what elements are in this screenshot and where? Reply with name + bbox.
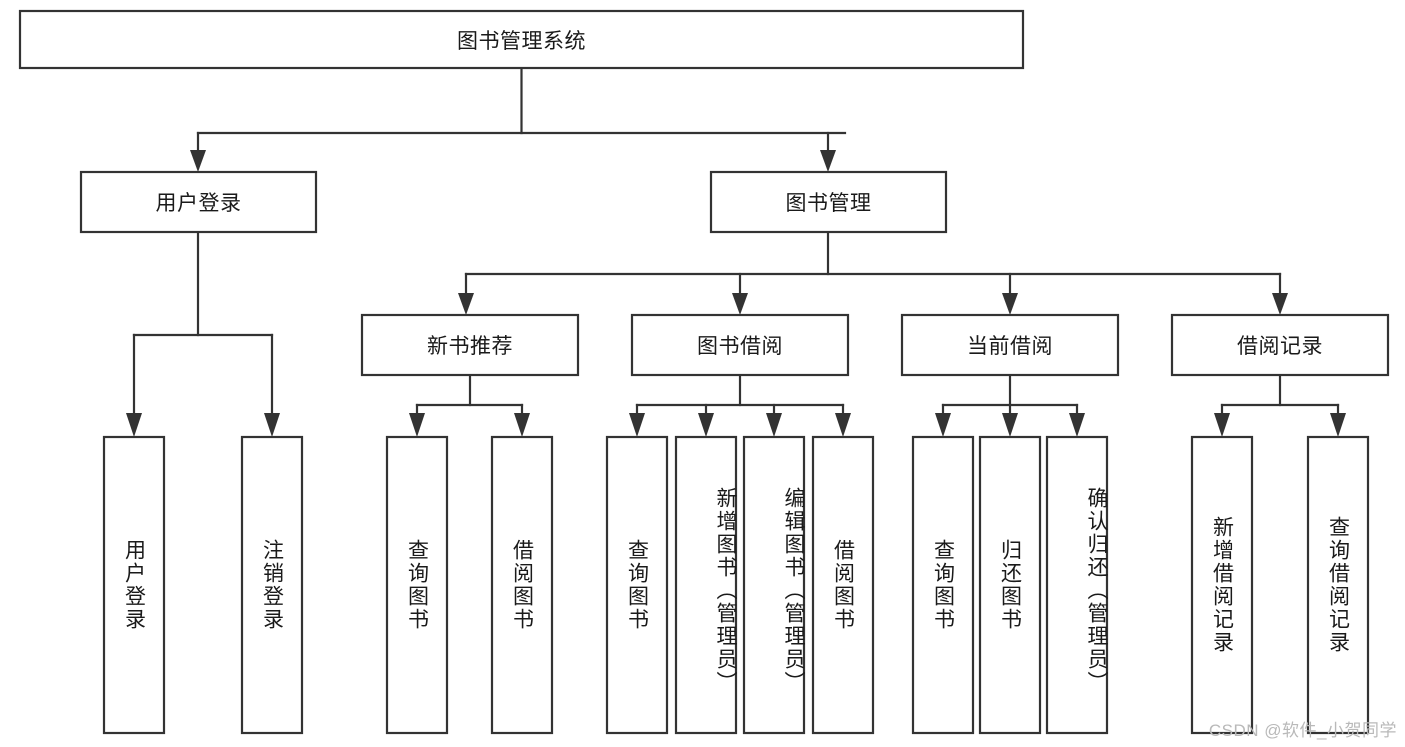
node-box-new-book-rec[interactable] <box>360 313 580 377</box>
connector-bookborrow-to-leaves <box>629 373 851 437</box>
node-box-leaf-borrow-book-2[interactable] <box>811 435 875 735</box>
node-box-leaf-edit-book[interactable] <box>742 435 806 735</box>
connector-borrowrecord-to-leaves <box>1214 373 1346 437</box>
node-box-root[interactable] <box>18 9 1025 70</box>
node-box-leaf-query-book-1[interactable] <box>385 435 449 735</box>
connector-bookmanage-to-level3 <box>458 230 1288 315</box>
connector-currentborrow-to-leaves <box>935 373 1085 437</box>
node-box-leaf-borrow-book-1[interactable] <box>490 435 554 735</box>
node-box-book-borrow[interactable] <box>630 313 850 377</box>
connector-newbook-to-leaves <box>409 373 530 437</box>
node-box-current-borrow[interactable] <box>900 313 1120 377</box>
connector-root-to-level2 <box>190 66 847 172</box>
node-box-leaf-logout[interactable] <box>240 435 304 735</box>
node-box-leaf-query-book-3[interactable] <box>911 435 975 735</box>
node-box-book-manage[interactable] <box>709 170 948 234</box>
node-box-leaf-return-book[interactable] <box>978 435 1042 735</box>
node-box-user-login[interactable] <box>79 170 318 234</box>
node-box-leaf-add-book[interactable] <box>674 435 738 735</box>
watermark-text: CSDN @软件_小贺同学 <box>1208 721 1397 740</box>
node-box-leaf-user-login[interactable] <box>102 435 166 735</box>
node-box-leaf-query-book-2[interactable] <box>605 435 669 735</box>
node-box-borrow-record[interactable] <box>1170 313 1390 377</box>
node-box-leaf-query-record[interactable] <box>1306 435 1370 735</box>
node-box-leaf-add-record[interactable] <box>1190 435 1254 735</box>
node-box-leaf-confirm-return[interactable] <box>1045 435 1109 735</box>
connector-userlogin-to-leaves <box>126 230 280 437</box>
